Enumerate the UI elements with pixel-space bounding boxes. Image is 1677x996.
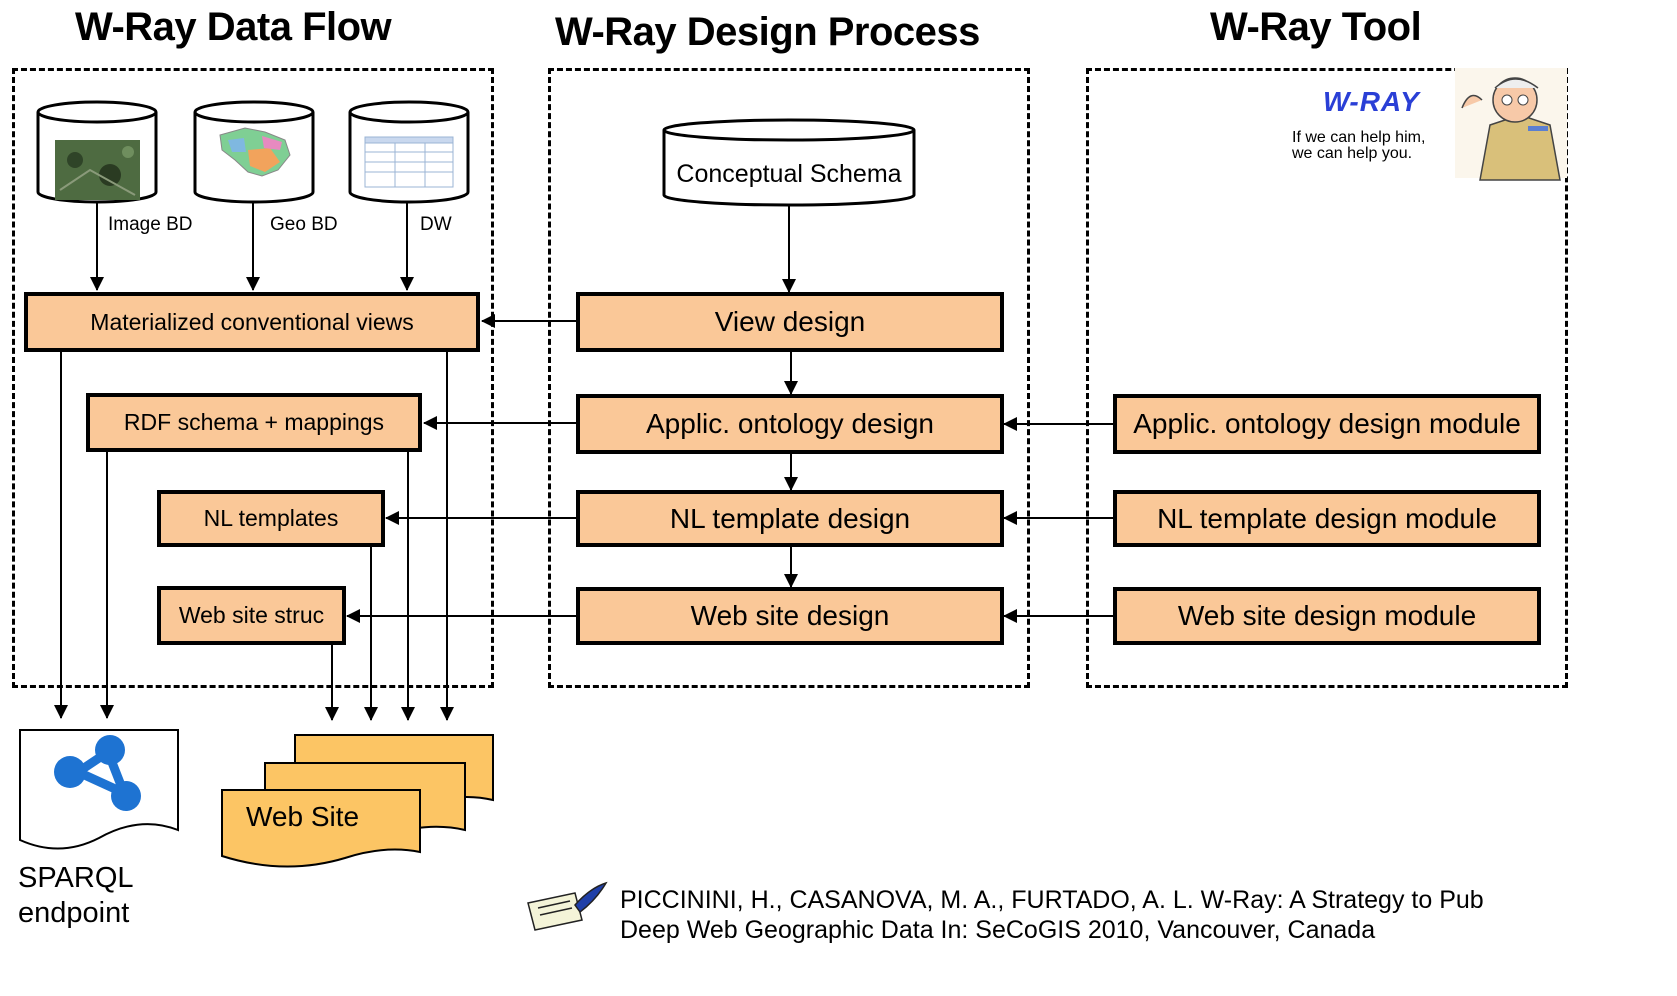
quill-scroll-icon [527,881,608,931]
wray-logo: W-RAY [1323,86,1420,117]
design-process-panel [548,68,1030,688]
design-process-title: W-Ray Design Process [555,10,980,54]
view-design-box: View design [576,292,1004,352]
image-bd-label: Image BD [108,214,193,235]
citation-line2: Deep Web Geographic Data In: SeCoGIS 201… [620,916,1376,944]
materialized-views-box: Materialized conventional views [24,292,480,352]
conceptual-schema-cylinder [662,118,916,207]
ontology-module-box: Applic. ontology design module [1113,394,1541,454]
web-module-box: Web site design module [1113,587,1541,645]
conceptual-schema-label: Conceptual Schema [676,160,902,188]
table-report-icon [364,136,454,188]
citation-line1: PICCININI, H., CASANOVA, M. A., FURTADO,… [620,886,1484,914]
tool-panel [1086,68,1568,688]
web-site-design-box: Web site design [576,587,1004,645]
dw-label: DW [420,214,452,235]
rdf-schema-box: RDF schema + mappings [86,393,422,452]
web-site-label: Web Site [246,801,360,832]
sparql-label-line1: SPARQL [18,862,134,894]
nl-template-design-box: NL template design [576,490,1004,547]
wray-slogan-line1: If we can help him, [1292,129,1426,146]
sparql-label-line2: endpoint [18,897,130,929]
sparql-logo-icon [54,735,141,811]
geo-bd-label: Geo BD [270,214,338,235]
web-site-stack [221,734,494,868]
satellite-image-icon [55,140,140,200]
nl-module-box: NL template design module [1113,490,1541,547]
brazil-map-icon [219,127,291,177]
ontology-design-box: Applic. ontology design [576,394,1004,454]
cartoon-character-icon [1455,68,1567,181]
wray-slogan-line2: we can help you. [1292,145,1413,162]
web-site-struc-box: Web site struc [157,586,346,645]
sparql-document [19,729,179,850]
tool-title: W-Ray Tool [1210,5,1422,49]
data-flow-title: W-Ray Data Flow [75,5,392,49]
data-flow-panel [12,68,494,688]
nl-templates-box: NL templates [157,490,385,547]
